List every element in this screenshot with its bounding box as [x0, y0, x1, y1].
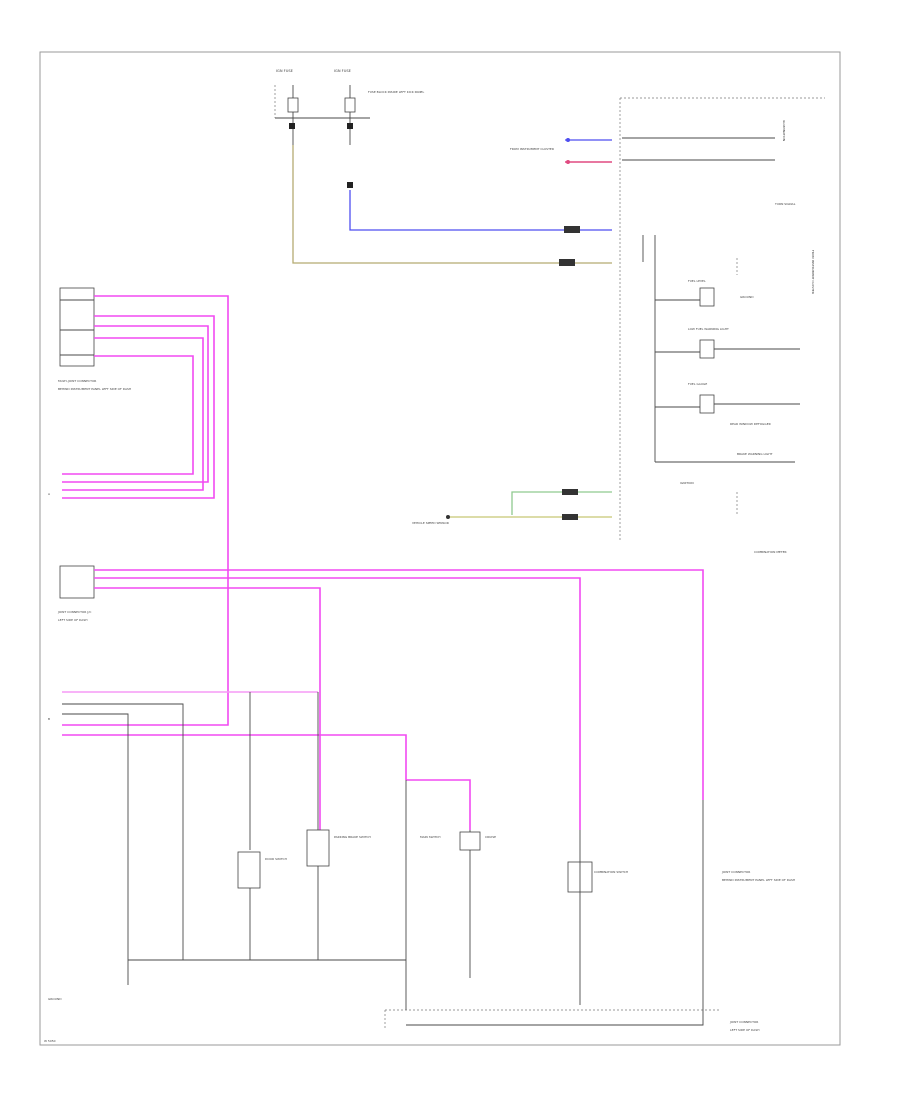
pink-wire-lower-2 — [62, 734, 407, 780]
pink-wire-mid-4 — [62, 570, 229, 726]
pink-wire-mid-1 — [94, 569, 704, 800]
tan-wire-tag — [559, 259, 575, 266]
right-conn-sublabel: BEHIND INSTRUMENT PANEL LEFT SIDE OF DAS… — [722, 878, 795, 882]
fuse-group: IGN FUSE IGN FUSE FUSE BLOCK INSIDE LEFT… — [274, 69, 424, 145]
parking-brake-switch — [306, 829, 330, 867]
parking-brake-label: PARKING BRAKE SWITCH — [334, 835, 371, 839]
a-label: A — [48, 492, 51, 496]
speed-sensor-wire-a — [511, 491, 612, 515]
left-top-sublabel: BEHIND INSTRUMENT PANEL LEFT SIDE OF DAS… — [58, 387, 131, 391]
left-top-label: MULTI-JOINT CONNECTOR — [58, 379, 96, 383]
speed-sensor-tag-b — [562, 514, 578, 520]
low-fuel-label: LOW FUEL WARNING LIGHT — [688, 327, 729, 331]
ground-label: GROUND — [740, 295, 754, 299]
door-switch-label: DOOR SWITCH — [265, 857, 287, 861]
gray-wire-2 — [62, 713, 129, 985]
diagram-frame — [39, 51, 841, 1046]
meter-input-blue-dot — [566, 138, 570, 142]
ground-bus-lower — [406, 1005, 704, 1026]
pink-wire-2 — [62, 315, 215, 499]
fuse-b-label: IGN FUSE — [334, 69, 352, 73]
pink-wire-mid-3 — [94, 587, 321, 855]
left-top-connector: MULTI-JOINT CONNECTOR BEHIND INSTRUMENT … — [58, 287, 131, 391]
meter-internals: FUEL LEVEL LOW FUEL WARNING LIGHT FUEL G… — [642, 202, 815, 515]
gray-wire-1 — [62, 703, 184, 960]
fuse-b-terminal — [347, 123, 353, 129]
combination-meter-label: COMBINATION METER — [754, 550, 787, 554]
cruise-switch — [459, 831, 481, 851]
speed-sensor-dot — [446, 515, 450, 519]
lower-components: DOOR SWITCH PARKING BRAKE SWITCH MAIN SW… — [237, 692, 795, 1010]
meter-input-red-dot — [566, 160, 570, 164]
low-fuel-warning-light — [699, 339, 715, 359]
meter-input-wires: FROM INSTRUMENT CLUSTER ILLUMINATION — [510, 120, 786, 164]
cruise-label: CRUISE — [485, 835, 496, 839]
pink-wire-mid-2 — [94, 577, 581, 830]
pink-wire-lower-3 — [406, 779, 471, 830]
right-conn-label: JOINT CONNECTOR — [721, 870, 750, 874]
main-switch-label: MAIN SWITCH — [420, 835, 441, 839]
turn-signal-label: TURN SIGNAL — [774, 202, 796, 206]
left-mid-label: JOINT CONNECTOR J/C — [57, 610, 91, 614]
multi-joint-connector — [59, 287, 95, 367]
gnd-label-lower: GROUND — [48, 997, 62, 1001]
b-label: B — [48, 717, 50, 721]
joint-connector — [59, 565, 95, 599]
speed-sensor-label: VEHICLE SPEED SENSOR — [412, 521, 449, 525]
rear-window-label: REAR WINDOW DEFOGGER — [730, 422, 771, 426]
figure-id: W 5050 — [44, 1039, 56, 1043]
fuse-a-terminal — [289, 123, 295, 129]
ignition-label: IGNITION — [680, 481, 694, 485]
pink-wire-4 — [62, 355, 194, 475]
blue-wire-terminal — [347, 182, 353, 188]
pink-wire-1 — [94, 295, 229, 570]
speed-sensor-wires: VEHICLE SPEED SENSOR — [412, 489, 612, 525]
pink-wires-mid — [62, 569, 704, 855]
left-mid-connector: JOINT CONNECTOR J/C LEFT SIDE OF DASH — [57, 565, 95, 622]
door-switch — [237, 851, 261, 889]
pink-wire-5 — [62, 325, 209, 483]
lower-left-bus: GROUND — [48, 691, 471, 1001]
left-mid-sublabel: LEFT SIDE OF DASH — [58, 618, 87, 622]
speed-sensor-tag-a — [562, 489, 578, 495]
blue-wire — [349, 190, 612, 231]
meter-right-label-2: FROM INSTRUMENT CLUSTER — [811, 250, 815, 294]
rear-conn-label: JOINT CONNECTOR — [729, 1020, 758, 1024]
tan-wire — [292, 145, 612, 264]
cluster-side-label: FROM INSTRUMENT CLUSTER — [510, 147, 554, 151]
fuse-a — [287, 97, 299, 113]
rear-conn-sublabel: LEFT SIDE OF DASH — [730, 1028, 759, 1032]
combination-switch-label: COMBINATION SWITCH — [594, 870, 628, 874]
fuse-box-label: FUSE BLOCK INSIDE LEFT KICK PANEL — [368, 90, 424, 94]
fuse-b — [344, 97, 356, 113]
pink-wires-top — [62, 295, 229, 570]
fuel-gauge-label: FUEL GAUGE — [688, 382, 707, 386]
fuel-gauge — [699, 394, 715, 414]
blue-wire-tag — [564, 226, 580, 233]
brake-label: BRAKE WARNING LIGHT — [737, 452, 773, 456]
meter-right-vertical-label: ILLUMINATION — [782, 120, 786, 141]
fuel-level-gauge — [699, 287, 715, 307]
fuse-a-label: IGN FUSE — [276, 69, 294, 73]
pink-wire-3 — [62, 337, 204, 491]
fuel-level-label: FUEL LEVEL — [688, 279, 706, 283]
